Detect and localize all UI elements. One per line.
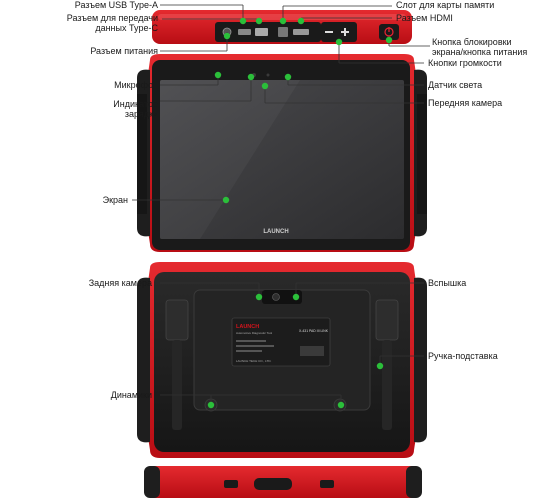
marker-rear-camera — [255, 293, 263, 301]
label-type-c-line1: Разъем для передачи — [66, 13, 158, 23]
label-usb-a: Разъем USB Type-A — [74, 0, 158, 10]
label-type-c-line2: данных Type-C — [95, 23, 158, 33]
marker-light-sensor — [284, 73, 292, 81]
marker-hdmi — [297, 17, 305, 25]
screen-panel — [160, 80, 404, 239]
marker-speaker-left — [207, 401, 215, 409]
marker-charging — [247, 73, 255, 81]
back-model: X-431 PAD III LINK — [299, 329, 329, 333]
right-stand-hinge — [375, 299, 399, 341]
back-view: LAUNCH Automotive Diagnostic Tool X-431 … — [137, 262, 427, 458]
volume-minus-icon — [325, 31, 333, 33]
label-screen: Экран — [102, 195, 128, 205]
marker-lock-button — [385, 36, 393, 44]
label-memory-card: Слот для карты памяти — [396, 0, 495, 10]
front-view: LAUNCH — [137, 54, 427, 252]
marker-speaker-right — [337, 401, 345, 409]
label-front-camera: Передняя камера — [428, 98, 503, 108]
marker-type-c — [255, 17, 263, 25]
marker-flash — [292, 293, 300, 301]
label-speakers: Динамики — [110, 390, 152, 400]
marker-screen — [222, 196, 230, 204]
label-flash: Вспышка — [428, 278, 467, 288]
label-volume: Кнопки громкости — [428, 58, 502, 68]
label-lock-line2: экрана/кнопка питания — [432, 47, 528, 57]
marker-usb-a — [239, 17, 247, 25]
label-stand: Ручка-подставка — [428, 351, 498, 361]
rear-camera-module — [262, 290, 302, 304]
label-charging-line1: Индикатор — [113, 99, 158, 109]
marker-microphone — [214, 71, 222, 79]
top-edge-view — [152, 10, 412, 44]
left-stand-hinge — [165, 299, 189, 341]
rear-camera-lens — [272, 293, 280, 301]
marker-stand — [376, 362, 384, 370]
marker-front-camera — [261, 82, 269, 90]
hdmi-port-icon — [293, 29, 309, 35]
front-brand-logo: LAUNCH — [263, 229, 288, 235]
back-subtitle: Automotive Diagnostic Tool — [236, 331, 272, 335]
label-hdmi: Разъем HDMI — [396, 13, 453, 23]
marker-memory-card — [279, 17, 287, 25]
memory-card-slot-icon — [278, 27, 288, 37]
callout-markers — [207, 17, 393, 409]
label-lock-line1: Кнопка блокировки — [432, 37, 512, 47]
bottom-edge-view — [144, 466, 422, 498]
label-charging-line2: зарядки — [124, 109, 158, 119]
marker-power-port — [223, 32, 231, 40]
marker-volume — [335, 38, 343, 46]
label-rear-camera: Задняя камера — [88, 278, 152, 288]
volume-panel — [321, 22, 357, 42]
bottom-connector — [254, 478, 292, 490]
type-c-port-icon — [238, 29, 251, 35]
label-light-sensor: Датчик света — [428, 80, 483, 90]
back-brand-logo: LAUNCH — [236, 324, 259, 330]
label-power-port: Разъем питания — [90, 46, 158, 56]
volume-plus-icon — [344, 28, 346, 36]
back-company: LAUNCH TECH CO., LTD. — [236, 359, 272, 363]
usb-a-port-icon — [255, 28, 268, 36]
label-microphone: Микрофон — [114, 80, 158, 90]
